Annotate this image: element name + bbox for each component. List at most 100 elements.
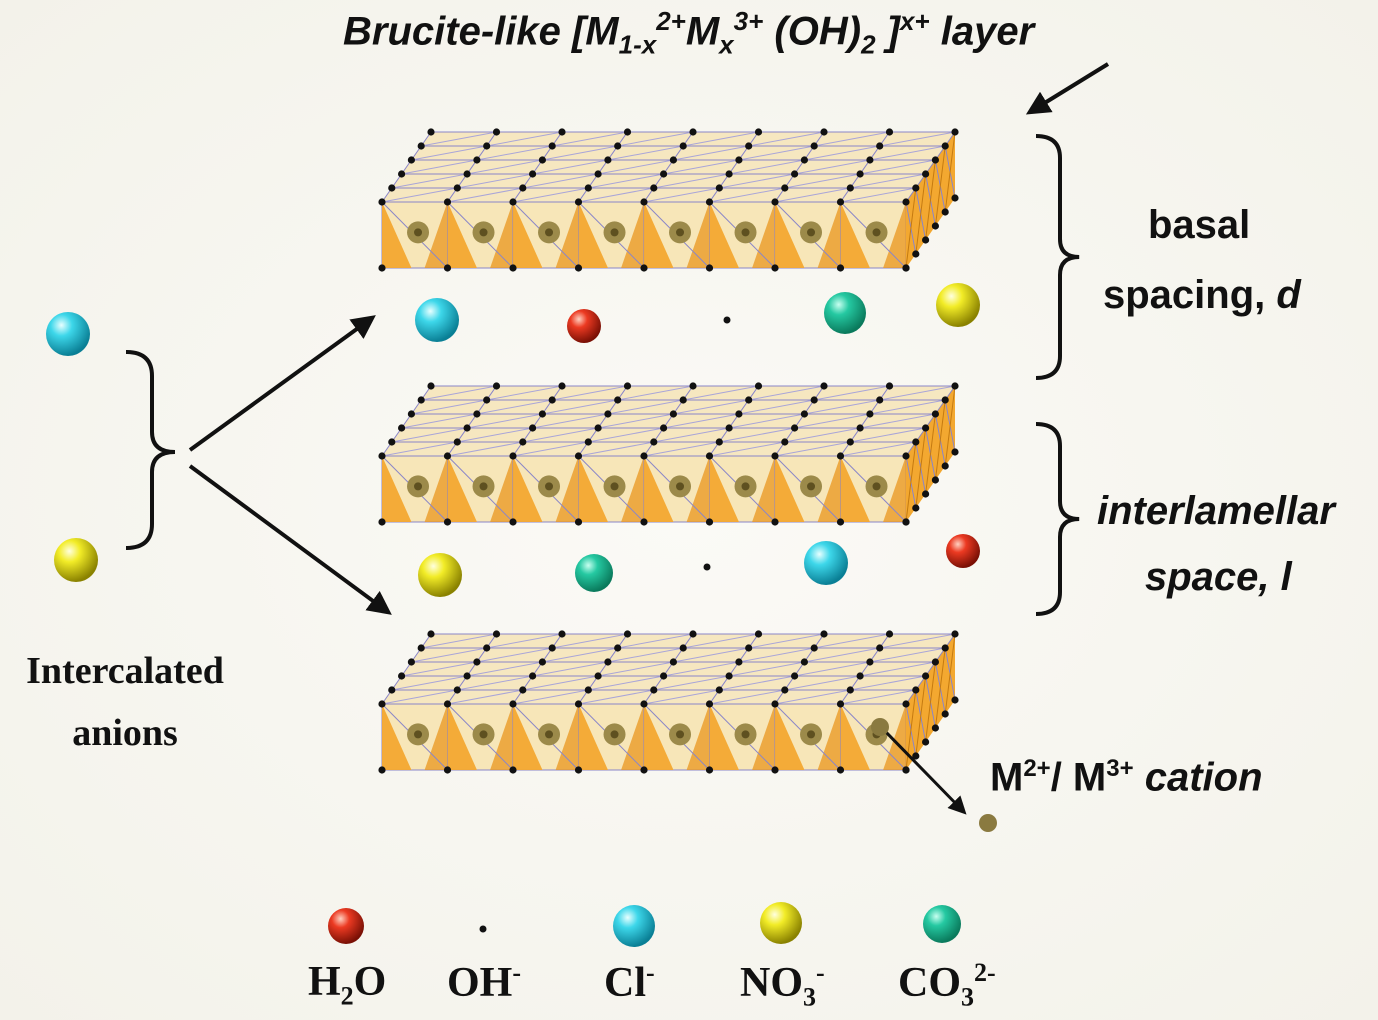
top-diagonal	[421, 131, 497, 147]
oh-vertex	[931, 156, 940, 164]
octahedron-side	[775, 704, 805, 770]
layer-vertices	[378, 128, 959, 272]
oh-vertex	[951, 194, 959, 202]
layer-top-face	[381, 385, 956, 457]
oh-vertex	[689, 382, 697, 390]
layer-vertices	[378, 382, 959, 526]
oh-vertex	[650, 438, 658, 446]
top-diagonal	[598, 413, 674, 429]
oh-vertex	[660, 672, 668, 680]
top-diagonal	[391, 675, 468, 691]
top-diagonal	[729, 159, 805, 175]
h2o-ion	[946, 534, 980, 568]
oh-vertex	[623, 128, 632, 136]
oh-vertex	[669, 156, 678, 164]
oh-vertex	[902, 198, 910, 206]
top-diagonal	[860, 413, 936, 429]
top-diagonal	[653, 173, 730, 189]
layer-top-face	[381, 131, 956, 203]
top-diagonal	[748, 633, 825, 649]
top-diagonal	[401, 413, 477, 429]
oh-vertex	[660, 170, 668, 178]
side-edge	[934, 145, 946, 227]
octahedron-side	[883, 456, 906, 522]
top-diagonal	[401, 661, 477, 677]
octahedron-side	[752, 202, 775, 268]
interlamellar-brace	[1035, 422, 1080, 616]
oh-vertex	[771, 264, 779, 272]
oh-vertex	[669, 658, 678, 666]
top-diagonal	[617, 385, 694, 401]
oh-vertex	[614, 142, 622, 150]
top-diagonal	[512, 441, 589, 457]
oh-vertex	[941, 208, 949, 216]
octahedron-side	[382, 456, 412, 522]
cation-site-core	[610, 228, 619, 237]
oh-vertex	[473, 156, 481, 164]
oh-vertex	[951, 448, 959, 456]
top-diagonal	[774, 187, 851, 203]
oh-vertex	[614, 644, 622, 652]
oh-vertex	[640, 198, 648, 206]
oh-vertex	[584, 686, 592, 694]
oh-vertex	[885, 382, 894, 390]
top-diagonal	[729, 661, 805, 677]
top-diagonal	[804, 399, 880, 415]
oh-vertex	[427, 382, 435, 390]
layer-top-face	[381, 633, 956, 705]
cation-site-highlight	[871, 718, 889, 736]
oh-vertex	[407, 156, 415, 164]
oh-vertex	[922, 170, 930, 178]
cation-site-core	[807, 482, 816, 491]
top-diagonal	[447, 689, 523, 705]
top-diagonal	[879, 131, 956, 147]
oh-vertex	[725, 672, 733, 680]
oh-vertex	[941, 710, 949, 718]
h2o-ion	[567, 309, 601, 343]
top-diagonal	[869, 647, 946, 663]
top-diagonal	[532, 159, 608, 175]
oh-vertex	[856, 672, 864, 680]
top-diagonal	[411, 145, 487, 161]
no3-ion	[760, 902, 802, 944]
oh-vertex	[705, 452, 714, 460]
oh-vertex	[689, 630, 697, 638]
oh-vertex	[443, 264, 452, 272]
brucite-layer-1	[378, 128, 959, 272]
top-diagonal	[457, 427, 533, 443]
top-diagonal	[748, 385, 825, 401]
cation-site-core	[676, 482, 685, 491]
oh-vertex	[951, 630, 959, 638]
oh-vertex	[509, 700, 517, 708]
oh-vertex	[885, 128, 894, 136]
oh-vertex	[754, 630, 763, 638]
cation-site-core	[545, 228, 554, 237]
oh-vertex	[745, 396, 753, 404]
oh-vertex	[836, 452, 845, 460]
oh-vertex	[604, 410, 612, 418]
top-diagonal	[598, 661, 674, 677]
oh-vertex	[519, 686, 527, 694]
top-diagonal	[421, 633, 497, 649]
octahedron-side	[490, 456, 513, 522]
octahedron-side	[513, 202, 543, 268]
oh-vertex	[453, 686, 461, 694]
co3-ion	[575, 554, 613, 592]
cation-site-core	[741, 482, 750, 491]
oh-vertex	[529, 424, 537, 432]
oh-vertex	[922, 672, 930, 680]
oh-vertex	[810, 644, 818, 652]
top-diagonal	[381, 187, 458, 203]
top-diagonal	[512, 689, 589, 705]
top-diagonal	[860, 661, 936, 677]
top-diagonal	[588, 427, 664, 443]
no3-ion	[936, 283, 980, 327]
top-diagonal	[457, 173, 533, 189]
oh-vertex	[866, 410, 874, 418]
oh-vertex	[931, 658, 940, 666]
oh-vertex	[558, 630, 566, 638]
oh-vertex	[594, 170, 602, 178]
octahedron-side	[686, 202, 710, 268]
top-diagonal	[729, 413, 805, 429]
top-diagonal	[738, 145, 815, 161]
